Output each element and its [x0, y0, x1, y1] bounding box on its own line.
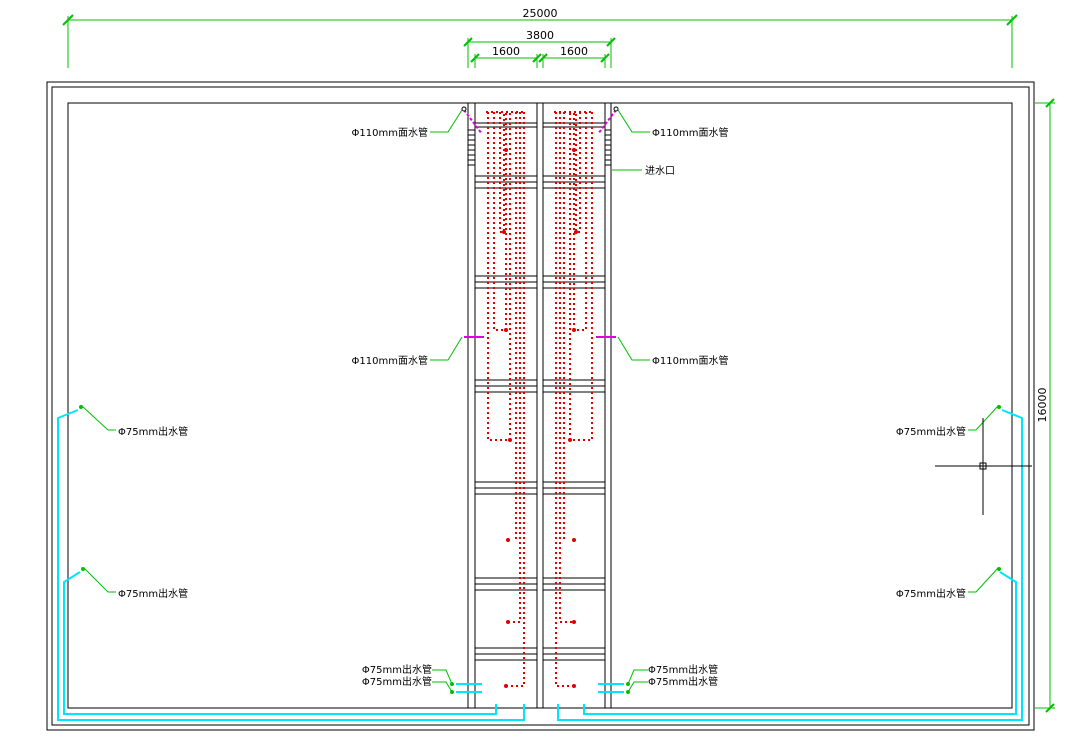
outlet-pipes	[57, 409, 1023, 721]
label-surface-pipe-top-right: Φ110mm面水管	[652, 126, 728, 139]
inlet-ladders	[468, 129, 611, 166]
label-outlet-pipe-bottom-right-1: Φ75mm出水管	[648, 663, 718, 676]
label-surface-pipe-mid-right: Φ110mm面水管	[652, 354, 728, 367]
crosshair-cursor	[935, 418, 1032, 515]
label-surface-pipe-top-left: Φ110mm面水管	[352, 126, 428, 139]
aeration-nodes	[502, 148, 578, 688]
dimension-total-width: 25000	[523, 7, 558, 20]
dimension-height: 16000	[1036, 388, 1049, 423]
pond-outline	[46, 81, 1035, 731]
label-inlet: 进水口	[645, 165, 675, 177]
dimension-right-bay: 1600	[560, 45, 588, 58]
surface-pipes	[463, 109, 617, 338]
dimension-left-bay: 1600	[492, 45, 520, 58]
label-outlet-pipe-left-upper: Φ75mm出水管	[118, 425, 188, 438]
aeration-pipes	[486, 111, 594, 687]
label-surface-pipe-mid-left: Φ110mm面水管	[352, 354, 428, 367]
label-outlet-pipe-right-lower: Φ75mm出水管	[896, 587, 966, 600]
leader-dots	[79, 405, 1001, 694]
leader-lines	[81, 109, 999, 693]
label-outlet-pipe-bottom-left-1: Φ75mm出水管	[362, 663, 432, 676]
dimension-center-width: 3800	[526, 29, 554, 42]
dimension-lines	[62, 14, 1055, 713]
central-channel	[467, 103, 612, 708]
label-outlet-pipe-bottom-right-2: Φ75mm出水管	[648, 675, 718, 688]
channel-crossbars	[475, 122, 605, 661]
label-outlet-pipe-bottom-left-2: Φ75mm出水管	[362, 675, 432, 688]
surface-pipe-ends	[461, 106, 619, 112]
label-outlet-pipe-left-lower: Φ75mm出水管	[118, 587, 188, 600]
label-outlet-pipe-right-upper: Φ75mm出水管	[896, 425, 966, 438]
